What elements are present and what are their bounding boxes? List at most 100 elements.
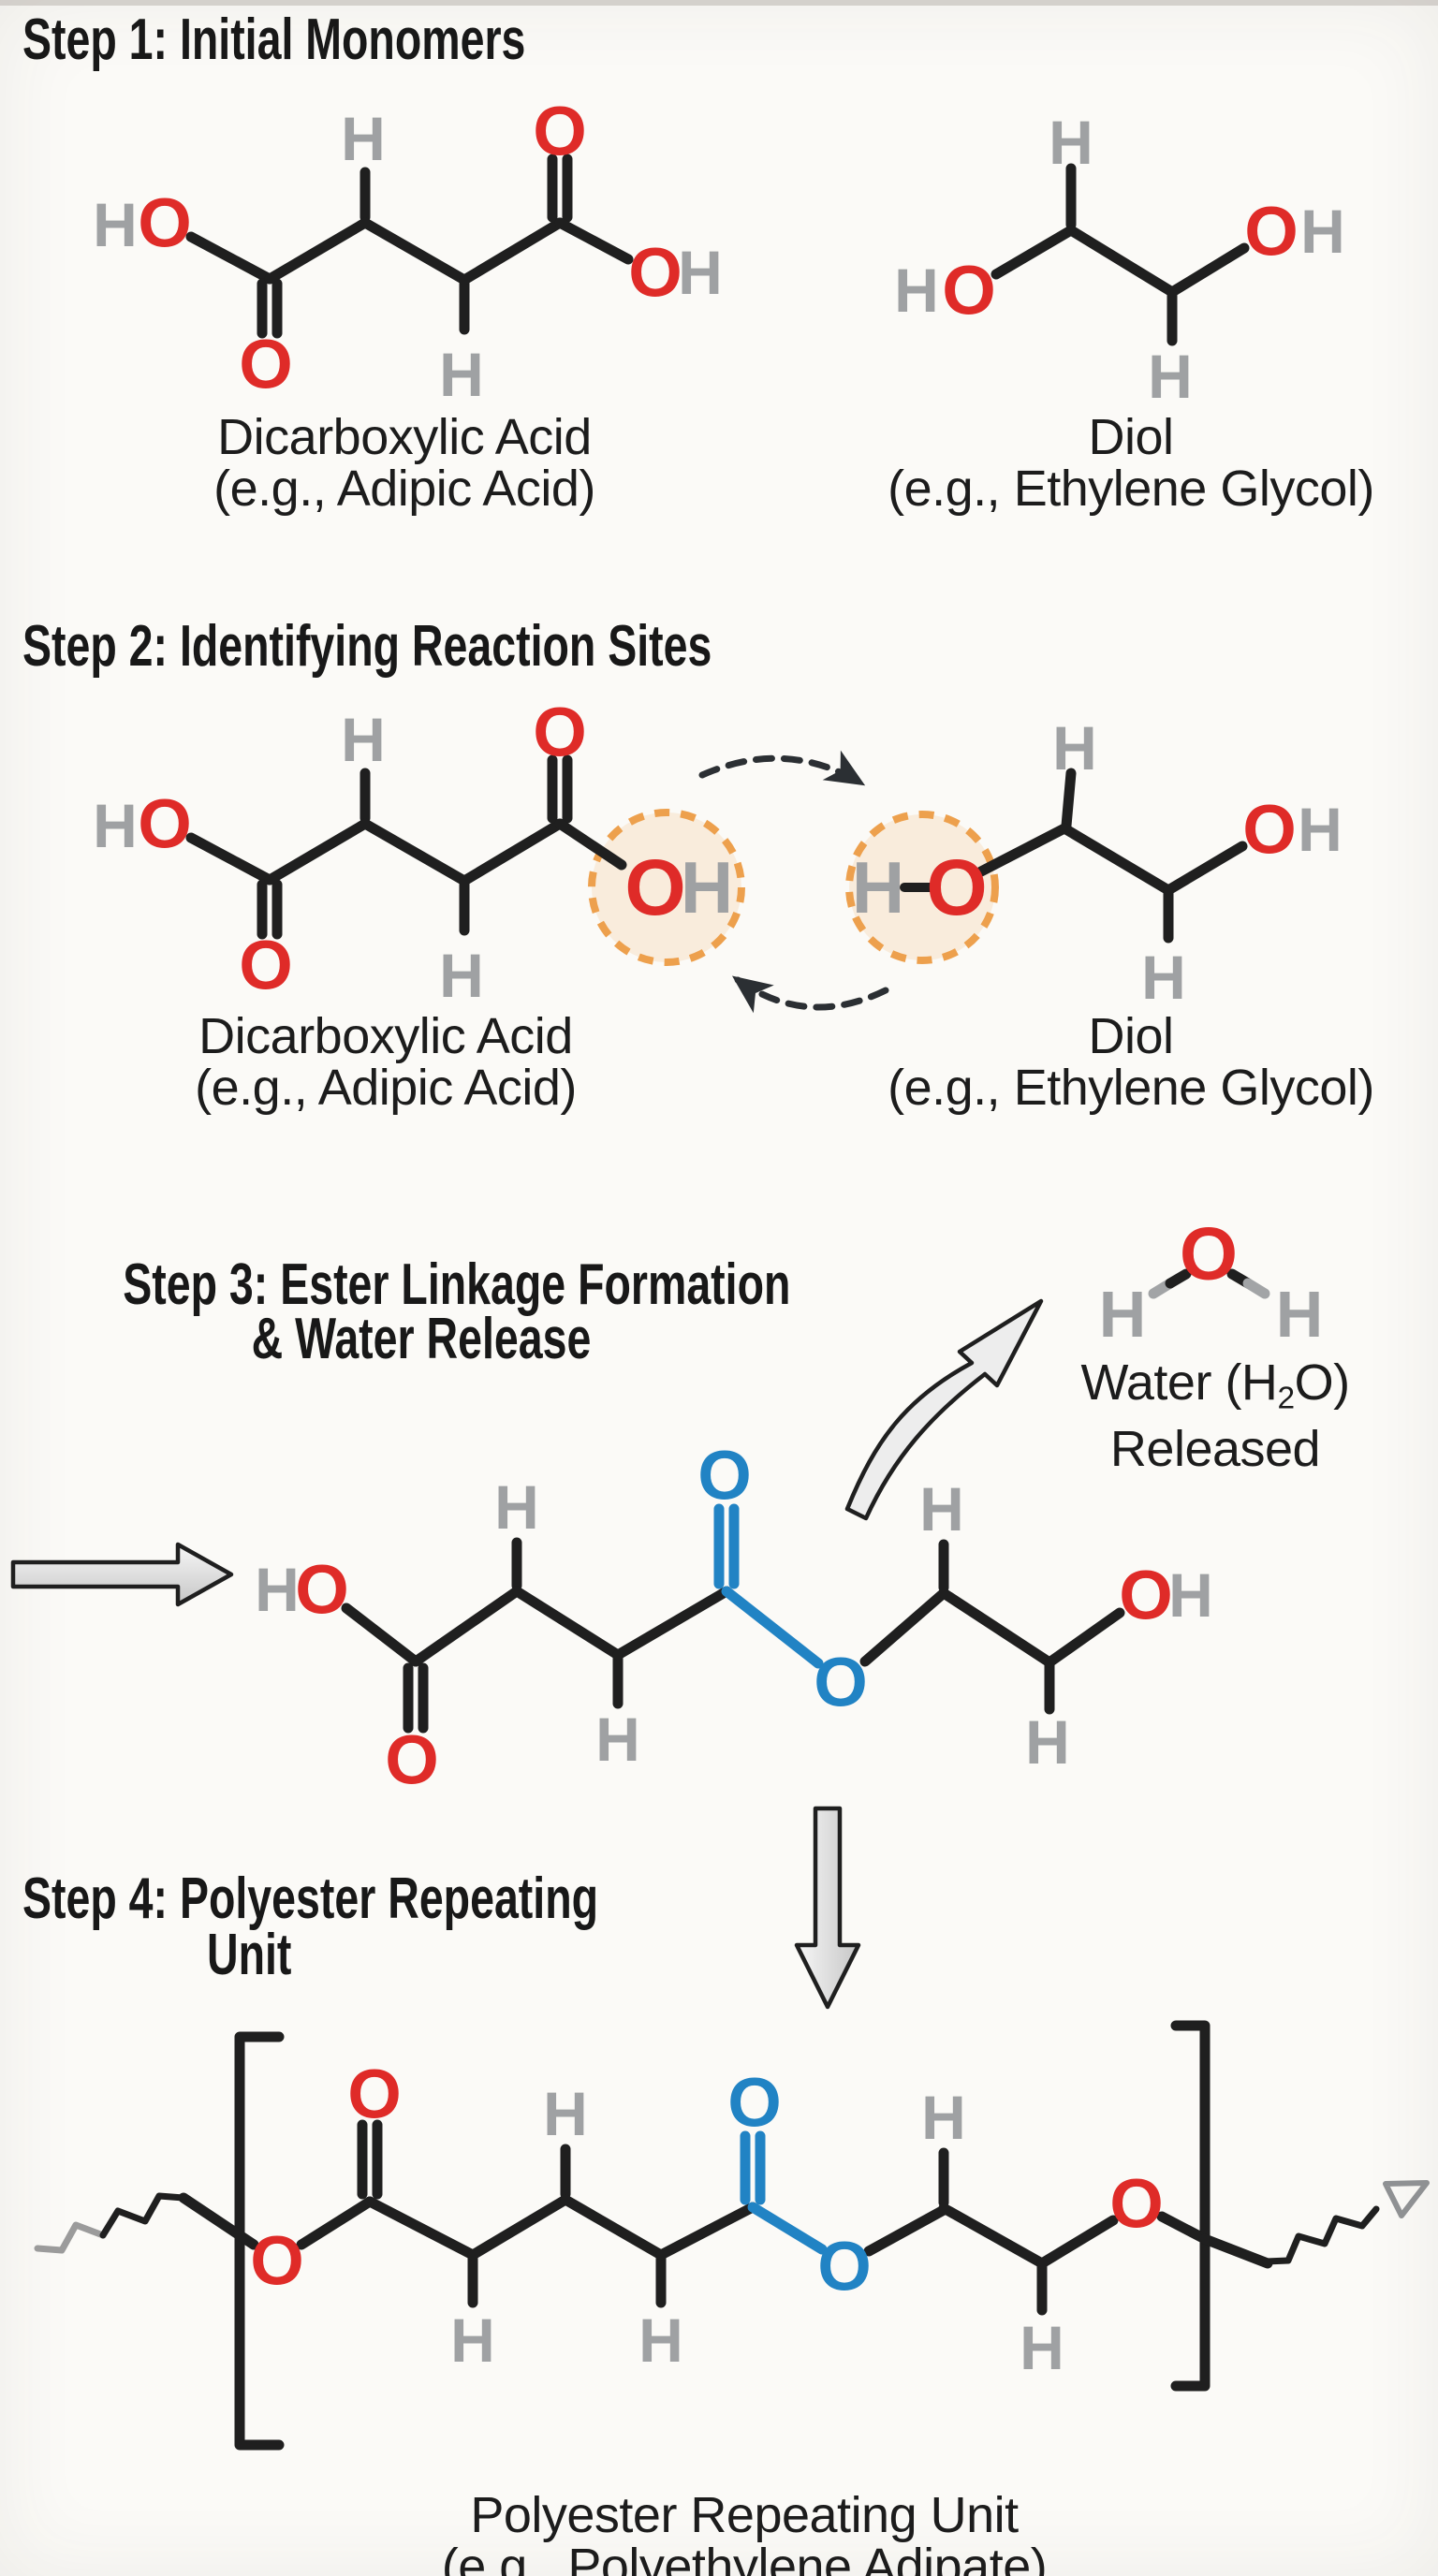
- atom-label-H: H: [1099, 1278, 1147, 1351]
- atom-label-O: O: [295, 1551, 349, 1629]
- scan-edge-strip: [0, 0, 1438, 6]
- bond: [976, 823, 1070, 877]
- atom-label-O: O: [138, 785, 192, 863]
- bond: [938, 2203, 1048, 2269]
- step4-title-line2-text: Unit: [207, 1923, 292, 1987]
- atom-label-H: H: [93, 190, 138, 259]
- atom-label-O: O: [1180, 1212, 1238, 1295]
- bond: [410, 1586, 522, 1667]
- atom-label-O: O: [1244, 193, 1299, 271]
- step2-exchange-arrows: [698, 750, 889, 1014]
- atom-label-H: H: [1049, 108, 1093, 177]
- bond: [554, 217, 634, 265]
- bond: [863, 2204, 949, 2257]
- step4-title-line1: Step 4: Polyester Repeating: [22, 1866, 790, 1931]
- bond: [721, 1586, 824, 1669]
- step1-title: Step 1: Initial Monomers: [22, 11, 694, 69]
- bond: [1059, 823, 1174, 896]
- atom-label-O: O: [250, 2222, 304, 2300]
- bracket-right: [1170, 2020, 1211, 2392]
- dashed-arrow-bottom: [730, 973, 889, 1014]
- bond: [938, 1588, 1055, 1668]
- atom-label-H: H: [921, 2083, 966, 2152]
- atom-label-H: H: [1300, 197, 1345, 266]
- atom-label-O: O: [697, 1437, 752, 1515]
- step1-acid-caption-line1: Dicarboxylic Acid: [217, 409, 592, 465]
- step2-acid-caption-line1: Dicarboxylic Acid: [198, 1008, 573, 1064]
- atom-label-O: O: [239, 927, 293, 1004]
- curved-arrow: [844, 1298, 1044, 1521]
- step2-acid-caption: Dicarboxylic Acid (e.g., Adipic Acid): [195, 1011, 577, 1114]
- bond: [554, 818, 627, 871]
- step3-title: Step 3: Ester Linkage Formation & Water …: [23, 1256, 819, 1368]
- atom-label-H: H: [852, 846, 904, 929]
- step4-title-line1-text: Step 4: Polyester Repeating: [22, 1866, 599, 1931]
- bond: [1065, 225, 1178, 298]
- bond: [1167, 242, 1250, 298]
- bond: [296, 2196, 375, 2250]
- bond: [341, 1603, 421, 1667]
- step2-diol-caption: Diol (e.g., Ethylene Glycol): [888, 1011, 1374, 1114]
- bond: [1199, 2233, 1273, 2269]
- bond: [560, 2194, 667, 2261]
- bond: [511, 1586, 624, 1661]
- bond: [612, 1586, 732, 1661]
- atom-label-O: O: [814, 1644, 868, 1721]
- water-caption-sub: 2: [1277, 1381, 1295, 1416]
- atom-label-H: H: [919, 1474, 964, 1544]
- atom-label-O: O: [1119, 1557, 1173, 1634]
- water-molecule: OH H: [1099, 1212, 1324, 1352]
- bond: [264, 217, 371, 285]
- atom-label-H: H: [439, 340, 484, 409]
- atom-label-H: H: [595, 1705, 640, 1774]
- water-caption-line2: Released: [1109, 1421, 1321, 1478]
- atom-label-O: O: [628, 234, 682, 312]
- bond: [1242, 1278, 1270, 1299]
- block-arrow-right: [10, 1542, 234, 1607]
- water-caption-post: O): [1294, 1354, 1351, 1411]
- step1-diol-caption: Diol (e.g., Ethylene Glycol): [888, 412, 1374, 515]
- step2-diol-caption-line2: (e.g., Ethylene Glycol): [888, 1060, 1374, 1116]
- bond: [990, 225, 1077, 280]
- highlight-circle: [588, 809, 745, 966]
- atom-label-O: O: [1242, 791, 1297, 869]
- bond: [1036, 2215, 1119, 2269]
- atom-label-H: H: [1276, 1278, 1324, 1351]
- bond: [1061, 768, 1077, 831]
- dashed-arrow-top: [698, 750, 867, 788]
- atom-label-O: O: [926, 843, 987, 931]
- squiggle-black: [99, 2192, 187, 2239]
- step2-acid-caption-line2: (e.g., Adipic Acid): [195, 1060, 577, 1116]
- step2-diol-caption-line1: Diol: [1088, 1008, 1174, 1064]
- bond: [1165, 1268, 1192, 1289]
- squiggle-gray: [34, 2221, 107, 2254]
- bond: [185, 832, 275, 886]
- polymer-caption: Polyester Repeating Unit (e.g., Polyethy…: [442, 2490, 1048, 2576]
- bond: [747, 2202, 828, 2255]
- bond: [360, 818, 470, 886]
- bond: [178, 2192, 259, 2250]
- bond: [459, 818, 565, 886]
- atom-label-O: O: [533, 93, 587, 170]
- step1-diol-caption-line1: Diol: [1088, 409, 1174, 465]
- squiggle-black: [1262, 2205, 1380, 2265]
- bond: [459, 217, 565, 285]
- atom-label-H: H: [93, 791, 138, 860]
- atom-label-H: H: [894, 256, 939, 325]
- atom-label-H: H: [638, 2305, 683, 2375]
- atom-label-H: H: [1020, 2313, 1064, 2382]
- step1-diol-caption-line2: (e.g., Ethylene Glycol): [888, 461, 1374, 517]
- atom-label-H: H: [450, 2305, 495, 2375]
- block-arrow-down: [794, 1806, 861, 2010]
- atom-label-H: H: [494, 1472, 539, 1542]
- bond: [360, 217, 470, 285]
- atom-label-H: H: [1168, 1560, 1213, 1630]
- atom-label-H: H: [1052, 713, 1097, 783]
- step4-chain-continuation-left: [34, 2192, 259, 2254]
